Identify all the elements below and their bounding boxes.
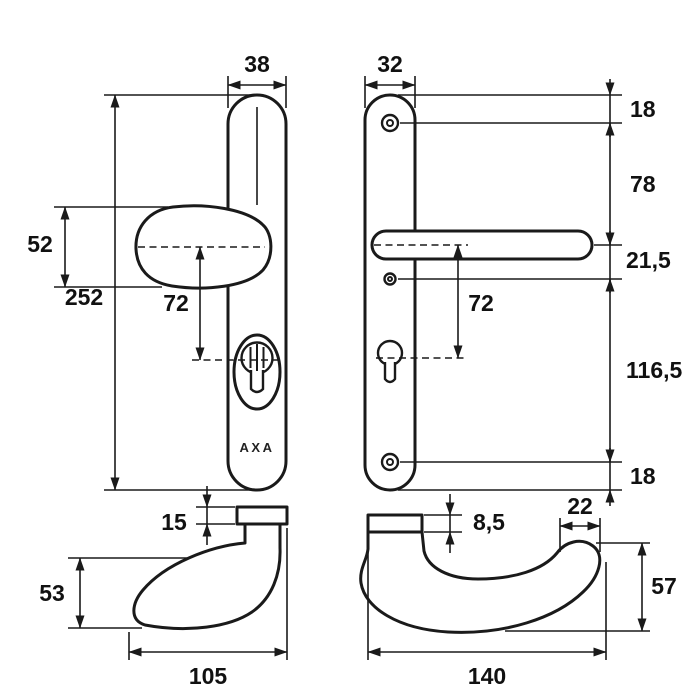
dim-label-15: 15 (161, 509, 187, 535)
dim-label-22: 22 (567, 493, 593, 519)
dimension-chain-right: 18 78 21,5 116,5 18 (398, 79, 682, 506)
screw-bottom-center (386, 458, 394, 466)
dimension-knob-projection: 53 (39, 557, 188, 629)
dim-label-57: 57 (651, 573, 677, 599)
dim-label-38: 38 (244, 51, 270, 77)
dimension-knob-to-cylinder: 72 (138, 246, 283, 361)
lever-handle-outline (370, 229, 594, 261)
dim-label-105: 105 (189, 663, 228, 689)
dim-label-72-left: 72 (163, 290, 189, 316)
dim-label-18-top: 18 (630, 96, 656, 122)
knob-side-outline (132, 522, 282, 631)
dimension-handle-to-cylinder: 72 (374, 244, 494, 359)
dimension-knob-plate-thickness: 15 (161, 486, 235, 545)
cylinder-profile-slot (249, 370, 265, 394)
screw-top (380, 113, 400, 133)
dim-label-53: 53 (39, 580, 65, 606)
lever-side-outline (359, 530, 602, 634)
dimension-grip-end-width: 22 (559, 493, 601, 552)
side-view-lever (359, 513, 602, 634)
dim-label-32: 32 (377, 51, 403, 77)
dimension-lever-plate-width: 32 (364, 51, 416, 108)
knob-plate-section (235, 505, 289, 526)
screw-top-center (386, 119, 394, 127)
dim-label-21-5: 21,5 (626, 247, 671, 273)
dimension-lever-length: 140 (367, 538, 607, 689)
front-view-lever-plate (363, 93, 594, 492)
lever-plate-section (366, 513, 424, 534)
dim-label-116-5: 116,5 (626, 357, 682, 383)
fixing-point-center (387, 276, 393, 282)
dim-label-8-5: 8,5 (473, 509, 505, 535)
dimension-lever-projection: 57 (505, 542, 677, 632)
euro-cylinder-slot (383, 362, 397, 384)
brand-logo-text: AXA (240, 440, 275, 455)
dimension-plate-height: 252 (65, 94, 252, 491)
fixing-point (383, 272, 397, 286)
dim-label-78: 78 (630, 171, 656, 197)
dimension-lever-thickness: 8,5 (424, 494, 505, 553)
lever-backplate-outline (363, 93, 417, 492)
dim-label-252: 252 (65, 284, 103, 310)
dimension-knob-plate-width: 38 (227, 51, 287, 108)
side-view-knob (132, 505, 289, 631)
front-view-knob-plate: AXA (134, 93, 288, 492)
dim-label-18-bottom: 18 (630, 463, 656, 489)
screw-bottom (380, 452, 400, 472)
dim-label-140: 140 (468, 663, 506, 689)
dim-label-52: 52 (27, 231, 53, 257)
dimension-knob-length: 105 (128, 528, 288, 689)
euro-cylinder-circle (376, 339, 404, 367)
dim-label-72-mid: 72 (468, 290, 494, 316)
